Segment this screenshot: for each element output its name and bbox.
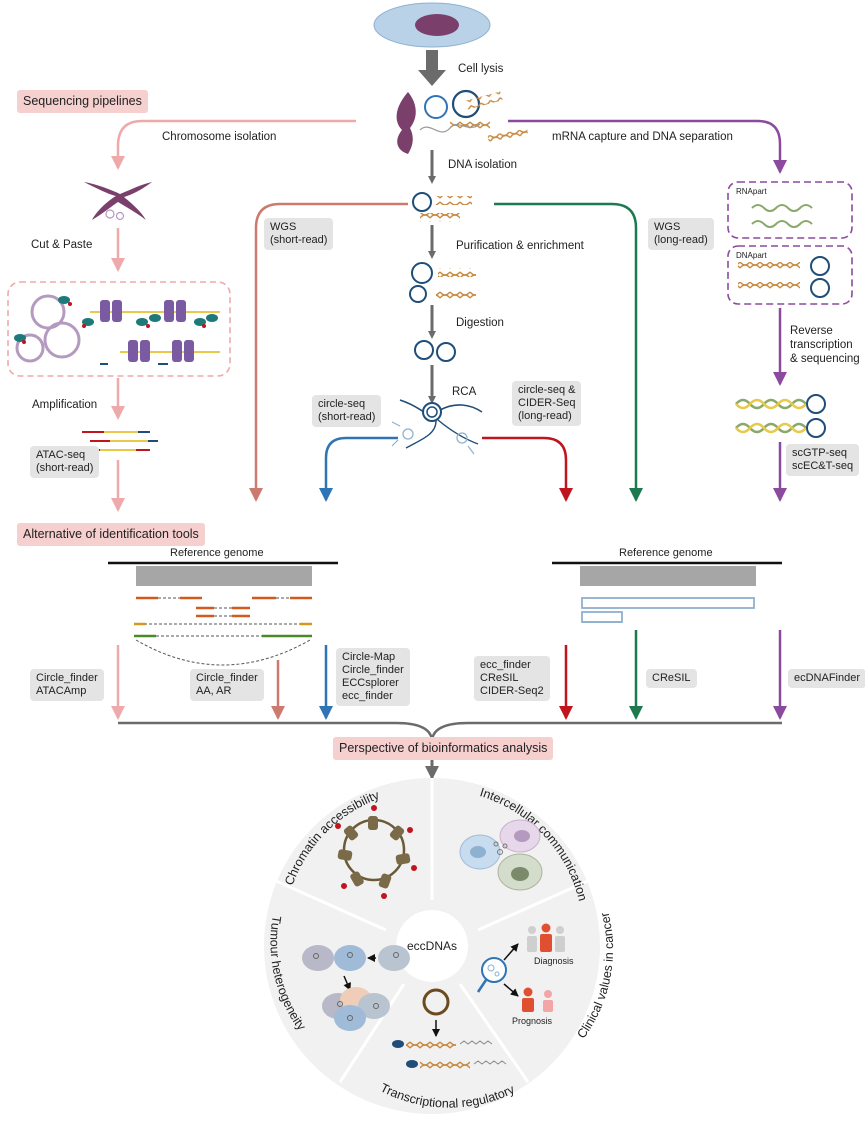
rca-product-icon — [391, 399, 483, 455]
rna-part-box — [727, 181, 853, 239]
atac-seq-box: ATAC-seq(short-read) — [30, 446, 100, 478]
diagnosis-label: Diagnosis — [534, 956, 574, 966]
tagmentation-icon — [14, 294, 220, 365]
circle-seq-short-box: circle-seq(short-read) — [312, 395, 382, 427]
purification-label: Purification & enrichment — [456, 240, 584, 252]
tools-sc-box: ecDNAFinder — [788, 669, 865, 688]
chromosome-icon — [84, 182, 152, 221]
cells-communication-icon — [459, 819, 543, 891]
wgs-short-read-box: WGS(short-read) — [264, 218, 334, 250]
arrow-wgs-long — [494, 202, 643, 502]
digested-circles-icon — [414, 340, 456, 362]
chromatin-ring-icon — [335, 805, 417, 899]
isolated-dna-icon — [412, 192, 472, 222]
chromosome-isolation-label: Chromosome isolation — [162, 131, 277, 143]
transcription-icon — [392, 988, 507, 1069]
arrow-circle-seq-long — [482, 436, 573, 502]
prognosis-label: Prognosis — [512, 1016, 553, 1026]
arrow-circle-seq-short — [319, 436, 398, 502]
arrow-wgs-short — [249, 202, 408, 502]
identification-tools-heading: Alternative of identification tools — [17, 523, 205, 546]
perspective-heading: Perspective of bioinformatics analysis — [333, 737, 554, 760]
reference-genome-right — [552, 561, 782, 623]
dna-part-box — [727, 245, 853, 305]
rca-label: RCA — [452, 386, 477, 398]
reverse-transcription-label: Reverse transcription & sequencing — [790, 325, 860, 365]
cell-lysis-arrow — [418, 50, 446, 86]
sequenced-dna-icon — [735, 394, 826, 438]
arrow-mrna-capture — [508, 119, 787, 174]
dna-part-icon — [738, 256, 830, 298]
wheel-center-label: eccDNAs — [407, 939, 457, 953]
arrow-chromosome-isolation — [111, 119, 356, 170]
reference-genome-left — [108, 561, 338, 666]
wgs-long-read-box: WGS(long-read) — [648, 218, 714, 250]
diagnosis-people-icon — [527, 923, 565, 952]
cell-icon — [373, 2, 491, 48]
amplification-label: Amplification — [32, 399, 98, 411]
rna-part-label: RNApart — [736, 187, 767, 196]
enriched-dna-icon — [409, 262, 476, 303]
dna-isolation-label: DNA isolation — [448, 159, 518, 171]
cell-lysis-label: Cell lysis — [458, 63, 504, 75]
cut-paste-label: Cut & Paste — [31, 239, 93, 251]
tools-wgs-long-box: CReSIL — [646, 669, 697, 688]
mrna-capture-label: mRNA capture and DNA separation — [552, 131, 733, 143]
tagmentation-box — [7, 281, 231, 377]
prognosis-people-icon — [522, 987, 553, 1012]
lysed-contents-icon — [396, 89, 529, 154]
reference-genome-right-label: Reference genome — [619, 547, 713, 559]
rna-strands-icon — [751, 204, 813, 228]
clinical-icon — [476, 923, 565, 1012]
tumour-cells-icon — [302, 945, 410, 1031]
sequencing-pipelines-heading: Sequencing pipelines — [17, 90, 148, 113]
digestion-label: Digestion — [456, 317, 504, 329]
dna-part-label: DNApart — [736, 251, 767, 260]
circle-seq-long-box: circle-seq &CIDER-Seq(long-read) — [512, 381, 582, 426]
reference-genome-left-label: Reference genome — [170, 547, 264, 559]
